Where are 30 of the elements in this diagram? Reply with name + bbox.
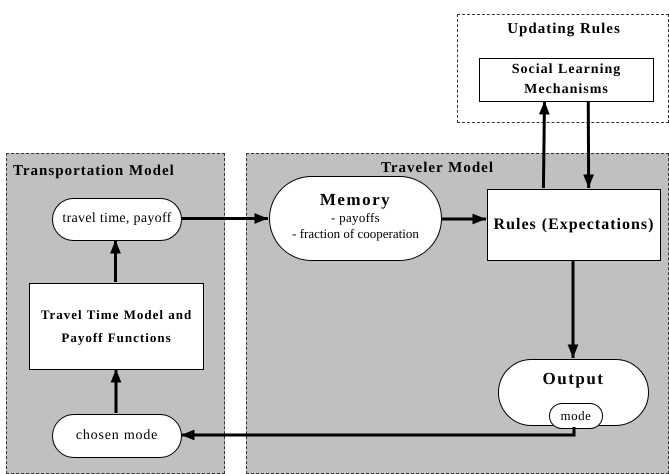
- node-label: Social Learning Mechanisms: [510, 61, 622, 99]
- node-label: travel time, payoff: [62, 211, 172, 228]
- rounded-box: [549, 403, 603, 429]
- arrow: [568, 260, 578, 358]
- panel-title: Transportation Model: [13, 163, 176, 180]
- node-label: Memory: [320, 190, 392, 210]
- node-detail: - payoffs: [330, 210, 380, 226]
- group-panel: [457, 14, 669, 123]
- arrow: [181, 427, 576, 440]
- arrow: [583, 101, 594, 188]
- node-label: Rules (Expectations): [494, 214, 654, 235]
- rounded-box: [52, 414, 182, 458]
- rounded-box: [52, 198, 182, 241]
- node-detail: - fraction of cooperation: [292, 226, 419, 242]
- arrow: [181, 213, 268, 224]
- process-box: [479, 58, 654, 102]
- node-label: Travel Time Model and Payoff Functions: [40, 306, 194, 347]
- arrow: [110, 240, 121, 282]
- node-label: mode: [560, 408, 592, 424]
- arrow: [538, 100, 550, 188]
- node-label: chosen mode: [76, 428, 158, 444]
- panel-title: Updating Rules: [506, 21, 622, 38]
- process-box: [487, 189, 661, 261]
- group-panel: [6, 153, 225, 474]
- panel-title: Traveler Model: [381, 160, 495, 177]
- node-label: Output: [542, 369, 604, 390]
- process-box: [29, 283, 204, 370]
- group-panel: [246, 153, 669, 474]
- arrow: [441, 214, 486, 224]
- arrow: [110, 369, 122, 413]
